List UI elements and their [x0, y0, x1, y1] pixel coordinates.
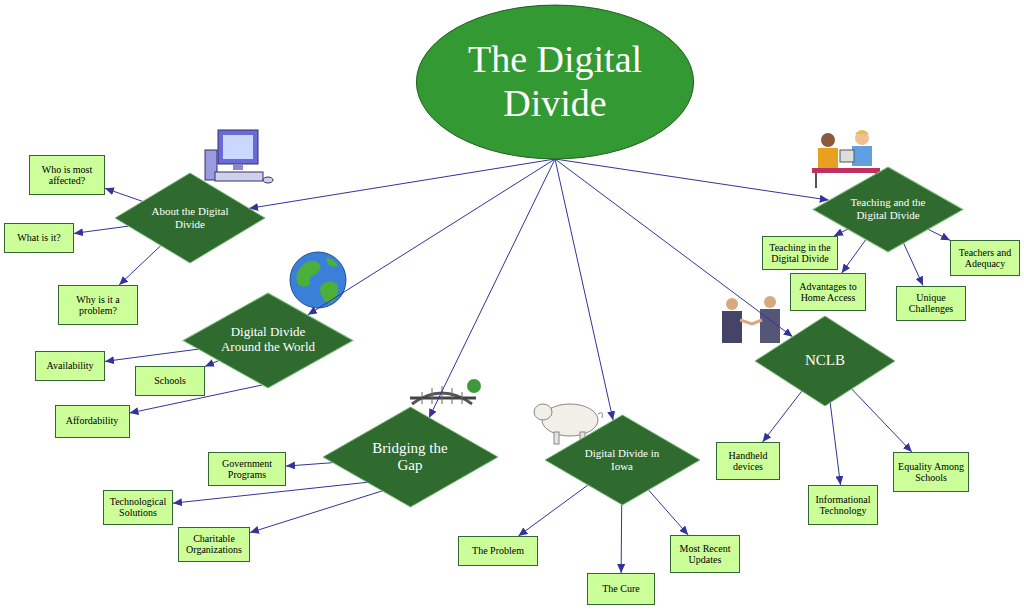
subtopic-box: Informational Technology — [808, 485, 878, 525]
node-label: Equality Among Schools — [897, 461, 965, 484]
connector-arrow — [518, 485, 587, 536]
node-label: Unique Challenges — [900, 292, 962, 315]
subtopic-box: Who is most affected? — [29, 155, 105, 195]
connector-arrow — [205, 360, 219, 366]
subtopic-box: Unique Challenges — [896, 286, 966, 321]
connector-arrow — [842, 239, 867, 273]
topic-diamond: Bridging the Gap — [323, 407, 498, 507]
node-label: The Problem — [462, 545, 534, 557]
node-label: The Cure — [591, 583, 651, 595]
subtopic-box: Schools — [135, 366, 205, 396]
node-label: Technological Solutions — [107, 496, 169, 519]
connector-arrow — [852, 389, 912, 452]
connector-arrow — [928, 229, 950, 240]
subtopic-box: Affordability — [55, 405, 130, 438]
node-label: Schools — [139, 375, 201, 387]
bridge-icon — [410, 379, 481, 404]
topic-diamond: Digital Divide in Iowa — [545, 415, 700, 505]
subtopic-box: The Problem — [458, 536, 538, 566]
connector-arrow — [105, 188, 143, 201]
connector-arrow — [621, 505, 623, 573]
subtopic-box: The Cure — [587, 573, 655, 605]
node-label: Advantages to Home Access — [794, 281, 862, 304]
topic-diamond: Digital Divide Around the World — [183, 293, 353, 388]
handshake-icon — [722, 296, 780, 343]
connector-arrow — [830, 403, 840, 485]
node-label: Availability — [39, 360, 101, 372]
subtopic-box: Technological Solutions — [103, 490, 173, 525]
connector-arrow — [286, 463, 333, 466]
central-ellipse: The Digital Divide — [415, 4, 695, 160]
connector-arrow — [119, 246, 161, 286]
subtopic-box: Charitable Organizations — [178, 527, 250, 562]
node-label: Affordability — [59, 415, 126, 427]
subtopic-box: Why is it a problem? — [58, 285, 138, 325]
connector-arrow — [308, 159, 555, 315]
node-label: The Digital Divide — [443, 38, 667, 125]
subtopic-box: Equality Among Schools — [893, 452, 969, 492]
connector-arrow — [105, 349, 199, 361]
connector-arrow — [555, 159, 793, 337]
node-label: Most Recent Updates — [674, 543, 736, 566]
subtopic-box: What is it? — [4, 223, 74, 253]
topic-diamond: NCLB — [755, 316, 895, 406]
node-label: Government Programs — [212, 458, 282, 481]
connector-arrow — [74, 226, 129, 233]
connector-arrow — [249, 159, 555, 208]
node-label: Digital Divide in Iowa — [579, 447, 665, 472]
topic-diamond: About the Digital Divide — [115, 173, 265, 263]
node-label: Teaching and the Digital Divide — [846, 196, 930, 221]
globe-icon — [290, 252, 346, 308]
subtopic-box: Advantages to Home Access — [790, 273, 866, 311]
connector-arrow — [555, 159, 829, 200]
node-label: Who is most affected? — [33, 164, 101, 187]
connector-arrow — [429, 159, 555, 418]
subtopic-box: Teachers and Adequacy — [950, 240, 1020, 276]
computer-icon — [205, 130, 273, 183]
subtopic-box: Most Recent Updates — [670, 535, 740, 573]
node-label: Charitable Organizations — [182, 533, 246, 556]
node-label: NCLB — [787, 352, 864, 369]
node-label: Why is it a problem? — [62, 294, 134, 317]
connector-arrow — [903, 243, 923, 286]
subtopic-box: Government Programs — [208, 452, 286, 486]
node-label: Digital Divide Around the World — [221, 325, 316, 355]
connector-arrow — [763, 391, 802, 442]
node-label: Teachers and Adequacy — [954, 247, 1016, 270]
node-label: About the Digital Divide — [148, 205, 232, 230]
connector-arrow — [555, 159, 613, 420]
connector-arrow — [648, 490, 688, 535]
node-label: Bridging the Gap — [365, 440, 456, 475]
connector-arrow — [834, 229, 848, 236]
node-label: Handheld devices — [720, 450, 776, 473]
subtopic-box: Handheld devices — [716, 442, 780, 480]
connector-arrow — [250, 490, 385, 533]
node-label: Informational Technology — [812, 494, 874, 517]
node-label: What is it? — [8, 232, 70, 244]
node-label: Teaching in the Digital Divide — [766, 242, 834, 265]
subtopic-box: Teaching in the Digital Divide — [762, 236, 838, 270]
subtopic-box: Availability — [35, 351, 105, 381]
